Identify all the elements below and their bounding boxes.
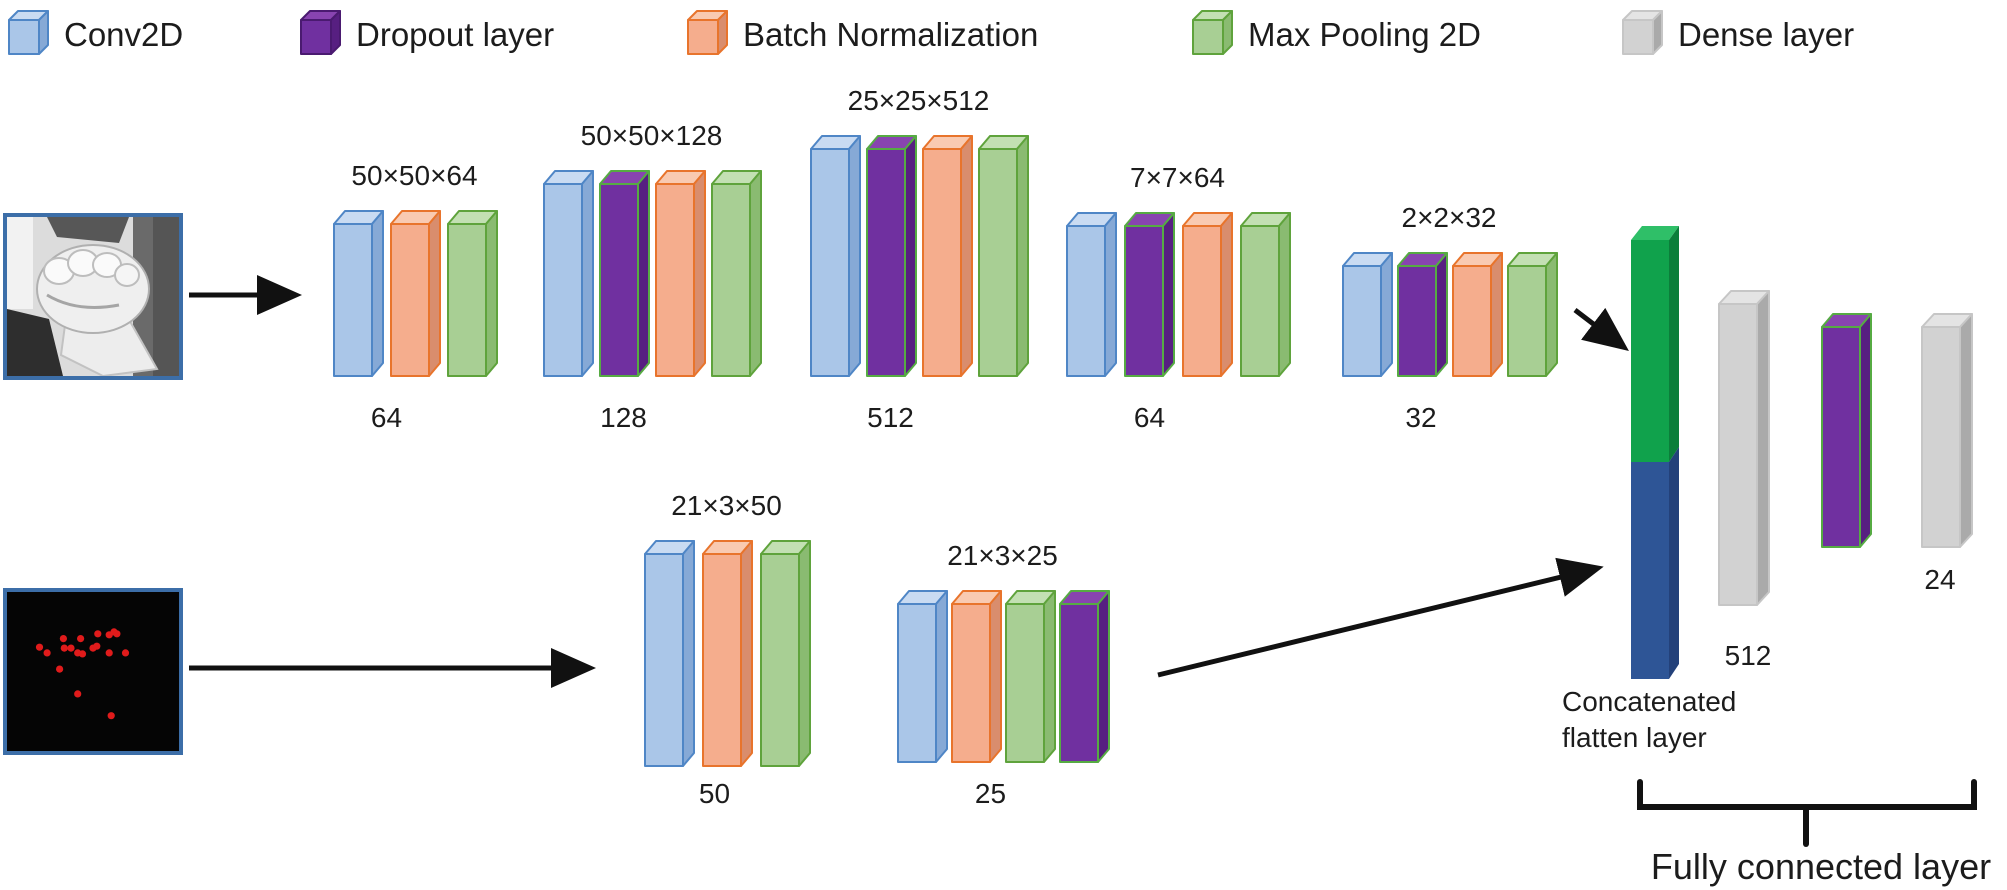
fc-brace (1637, 779, 1977, 847)
dense1-count-label: 512 (1724, 640, 1772, 671)
arrow-top-branch-to-concat (1573, 307, 1629, 352)
bar-batchnorm (390, 210, 441, 377)
legend-label: Dropout layer (356, 16, 555, 53)
bar-conv (333, 210, 384, 377)
dense-legend-icon (1622, 10, 1663, 55)
legend-label: Dense layer (1678, 16, 1855, 53)
count-label: 512 (867, 402, 914, 433)
bar-dropout (1059, 590, 1110, 763)
dim-label: 50×50×128 (580, 120, 723, 151)
bar-maxpool (1507, 252, 1558, 377)
dim-label: 25×25×512 (847, 85, 990, 116)
bar-conv (897, 590, 948, 763)
bar-batchnorm (951, 590, 1002, 763)
bar-maxpool (447, 210, 498, 377)
input-image-keypoints (3, 588, 183, 755)
legend-label: Batch Normalization (743, 16, 1039, 53)
bar-maxpool (1005, 590, 1056, 763)
bar-conv (1066, 212, 1117, 377)
count-label: 25 (974, 778, 1007, 809)
dim-label: 50×50×64 (351, 160, 478, 191)
dim-label: 21×3×25 (947, 540, 1058, 571)
keypoints-graphic (7, 592, 179, 751)
maxpool-legend-icon (1192, 10, 1233, 55)
bar-conv (543, 170, 594, 377)
count-label: 64 (1133, 402, 1166, 433)
count-label: 128 (600, 402, 647, 433)
bar-maxpool (711, 170, 762, 377)
bar-dropout (1124, 212, 1175, 377)
concatenated-flatten-bar (1631, 226, 1679, 679)
bar-dropout-head (1821, 313, 1872, 548)
bar-dense-512 (1718, 290, 1770, 606)
bar-dropout (1397, 252, 1448, 377)
concat-label-line1: Concatenated (1562, 686, 1737, 717)
bar-dropout (599, 170, 650, 377)
bar-maxpool (978, 135, 1029, 377)
conv-legend-icon (8, 10, 49, 55)
count-label: 64 (370, 402, 403, 433)
bar-batchnorm (1182, 212, 1233, 377)
bar-dense-24 (1921, 313, 1973, 548)
count-label: 32 (1405, 402, 1437, 433)
legend-label: Conv2D (64, 16, 184, 53)
bar-maxpool (760, 540, 811, 767)
bar-batchnorm (922, 135, 973, 377)
bar-conv (644, 540, 695, 767)
dim-label: 2×2×32 (1401, 202, 1497, 233)
dropout-legend-icon (300, 10, 341, 55)
bar-batchnorm (655, 170, 706, 377)
bar-conv (810, 135, 861, 377)
bar-batchnorm (702, 540, 753, 767)
dense2-count-label: 24 (1924, 564, 1956, 595)
bar-batchnorm (1452, 252, 1503, 377)
bar-conv (1342, 252, 1393, 377)
batchnorm-legend-icon (687, 10, 728, 55)
concat-label-line2: flatten layer (1562, 722, 1707, 753)
fist-photo-graphic (7, 217, 179, 376)
fully-connected-label: Fully connected layer (1650, 846, 1992, 887)
input-image-fist (3, 213, 183, 380)
dim-label: 7×7×64 (1130, 162, 1225, 193)
arrow-bottom-branch-to-concat (1157, 557, 1604, 678)
bar-dropout (866, 135, 917, 377)
count-label: 50 (698, 778, 731, 809)
dim-label: 21×3×50 (671, 490, 782, 521)
legend-label: Max Pooling 2D (1248, 16, 1481, 53)
bar-maxpool (1240, 212, 1291, 377)
